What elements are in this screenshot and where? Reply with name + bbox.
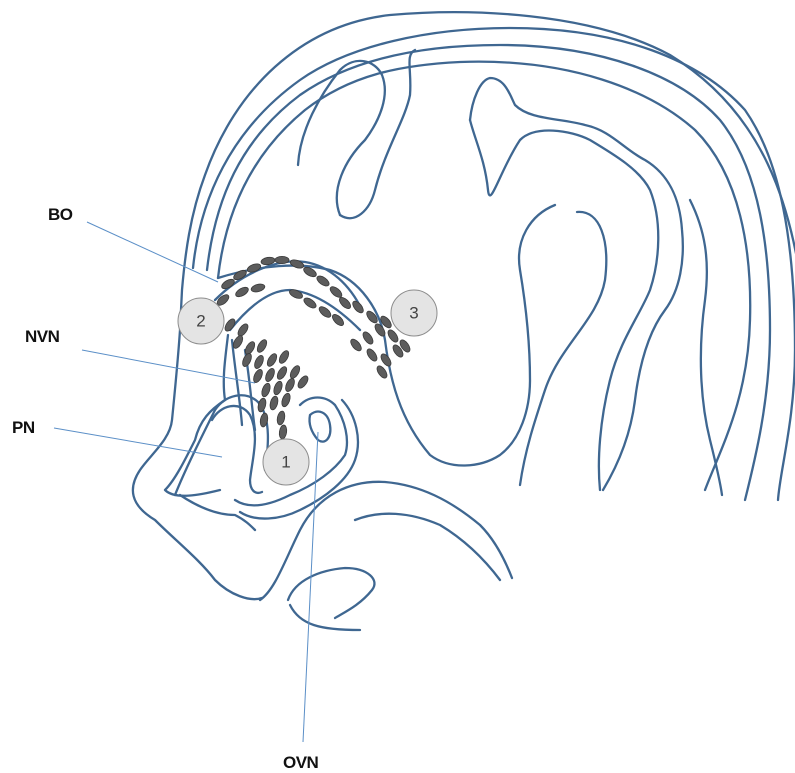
nasal-floor xyxy=(180,495,255,530)
neuron-cell xyxy=(260,382,272,398)
neuron-cell xyxy=(375,364,389,380)
neuron-cell xyxy=(257,397,268,412)
neuron-cell xyxy=(272,380,284,396)
neuron-cell xyxy=(252,368,264,384)
neuron-cell xyxy=(289,258,305,270)
marker-3: 3 xyxy=(391,290,437,336)
marker-1: 1 xyxy=(263,439,309,485)
neuron-cell xyxy=(349,337,364,352)
neuron-cell xyxy=(236,322,250,338)
gyrus-central-inner xyxy=(470,120,658,490)
ovn-leader-line xyxy=(303,432,318,742)
head-outline xyxy=(133,12,795,599)
gyrus-posterior xyxy=(520,212,606,485)
tongue xyxy=(288,568,374,618)
neuron-cell xyxy=(278,425,287,440)
neuron-cell xyxy=(264,367,276,383)
label-pn: PN xyxy=(12,418,35,437)
neuron-cell xyxy=(365,347,379,363)
neuron-cell xyxy=(255,338,268,354)
label-nvn: NVN xyxy=(25,327,60,346)
neuron-cell xyxy=(246,262,262,274)
neuron-cell xyxy=(269,395,280,410)
neuron-cell xyxy=(275,256,289,263)
label-bo: BO xyxy=(48,205,73,224)
brain-outline xyxy=(218,205,555,466)
skull-layer-3 xyxy=(218,62,750,490)
palate xyxy=(260,482,512,600)
neuron-cell xyxy=(280,392,292,408)
neuron-cell xyxy=(284,377,296,393)
marker-3-label: 3 xyxy=(409,304,418,323)
nasal-septum-line xyxy=(232,340,242,425)
nasal-cavity-front xyxy=(165,335,228,496)
neuron-cell xyxy=(317,305,332,320)
neuron-cell xyxy=(234,285,250,298)
gyrus-occipital xyxy=(690,200,722,495)
neuron-cell xyxy=(386,328,400,344)
neuron-cell xyxy=(379,352,393,368)
neuron-cell xyxy=(250,283,265,294)
neuron-cell xyxy=(277,349,290,365)
neuron-cell xyxy=(296,374,310,390)
gyrus-upper xyxy=(340,50,415,218)
neuron-cell xyxy=(276,410,286,425)
marker-1-label: 1 xyxy=(281,453,290,472)
neuron-cell xyxy=(361,330,375,346)
neuron-cell xyxy=(241,352,253,368)
label-ovn: OVN xyxy=(283,753,319,772)
neuron-cell xyxy=(275,365,288,381)
neuron-cell xyxy=(288,364,301,380)
gyrus-frontal xyxy=(298,61,385,215)
neuron-cell xyxy=(315,274,331,288)
nvn-leader-line xyxy=(82,350,255,383)
concha-small xyxy=(309,412,330,442)
skull-layer-2 xyxy=(207,45,770,500)
neuron-cell xyxy=(253,354,265,370)
marker-2: 2 xyxy=(178,298,224,344)
neuron-cell xyxy=(338,296,353,311)
marker-2-label: 2 xyxy=(196,312,205,331)
neuron-cell xyxy=(265,352,278,368)
